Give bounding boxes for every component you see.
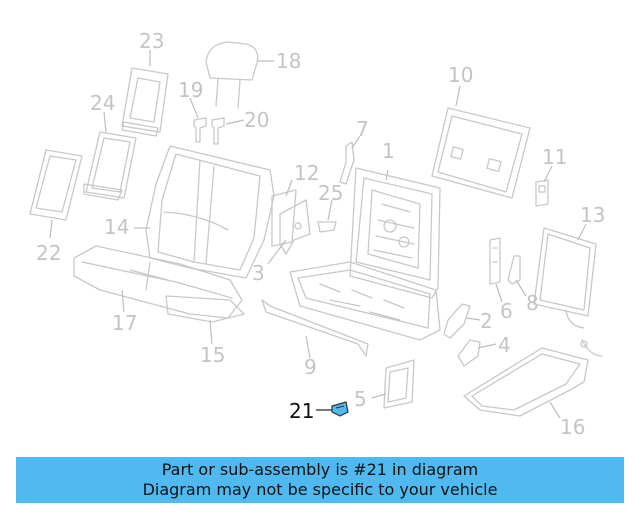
callout-17: 17 <box>112 311 137 335</box>
part-19-guide <box>193 117 207 143</box>
callout-16: 16 <box>560 415 585 439</box>
callout-22: 22 <box>36 241 61 265</box>
parts-diagram: 23 18 19 20 24 22 14 12 3 25 7 1 10 11 1… <box>29 29 605 439</box>
part-22-cover <box>29 149 83 221</box>
banner-line-1: Part or sub-assembly is #21 in diagram <box>161 460 479 479</box>
part-8-bracket <box>507 255 521 285</box>
callout-10: 10 <box>448 63 473 87</box>
callout-5: 5 <box>354 387 367 411</box>
part-24-cover <box>83 131 137 201</box>
part-13-panel <box>533 227 597 329</box>
callout-11: 11 <box>542 145 567 169</box>
part-1-cushion-frame <box>289 261 441 341</box>
callout-18: 18 <box>276 49 301 73</box>
part-12-bracket <box>271 189 297 247</box>
callout-6: 6 <box>500 299 513 323</box>
callout-4: 4 <box>498 333 511 357</box>
callout-15: 15 <box>200 343 225 367</box>
part-9-rail <box>261 299 369 357</box>
leader-lines <box>49 50 587 419</box>
callout-14: 14 <box>104 215 129 239</box>
part-3-hinge <box>279 199 311 255</box>
callout-3: 3 <box>252 261 265 285</box>
part-25-clip <box>317 221 337 233</box>
callout-23: 23 <box>139 29 164 53</box>
part-10-panel <box>431 107 531 199</box>
callout-7: 7 <box>356 117 369 141</box>
callout-21[interactable]: 21 <box>289 399 314 423</box>
part-18-headrest <box>205 41 259 109</box>
part-6-bracket <box>489 237 501 285</box>
callout-2: 2 <box>480 309 493 333</box>
callout-9: 9 <box>304 355 317 379</box>
part-4-trim <box>457 339 481 367</box>
callout-13: 13 <box>580 203 605 227</box>
part-14-seatback <box>145 145 275 279</box>
part-21-clip[interactable] <box>331 401 349 417</box>
callout-25: 25 <box>318 181 343 205</box>
banner-line-2: Diagram may not be specific to your vehi… <box>142 480 498 499</box>
part-2-trim <box>443 303 471 339</box>
callout-1: 1 <box>382 139 395 163</box>
part-7-arm <box>339 141 355 185</box>
part-15-cushion <box>165 295 245 323</box>
part-16-panel <box>463 339 603 417</box>
info-banner: Part or sub-assembly is #21 in diagram D… <box>16 457 624 503</box>
part-5-plate <box>383 359 415 409</box>
part-20-guide <box>211 117 225 145</box>
callout-19: 19 <box>178 78 203 102</box>
callout-20: 20 <box>244 108 269 132</box>
part-11-bracket <box>535 179 549 207</box>
callout-12: 12 <box>294 161 319 185</box>
callout-8: 8 <box>526 291 539 315</box>
part-1-frame <box>349 167 441 299</box>
part-23-headrest-frame <box>121 67 169 137</box>
part-17-cushion <box>73 245 243 319</box>
callout-24: 24 <box>90 91 115 115</box>
